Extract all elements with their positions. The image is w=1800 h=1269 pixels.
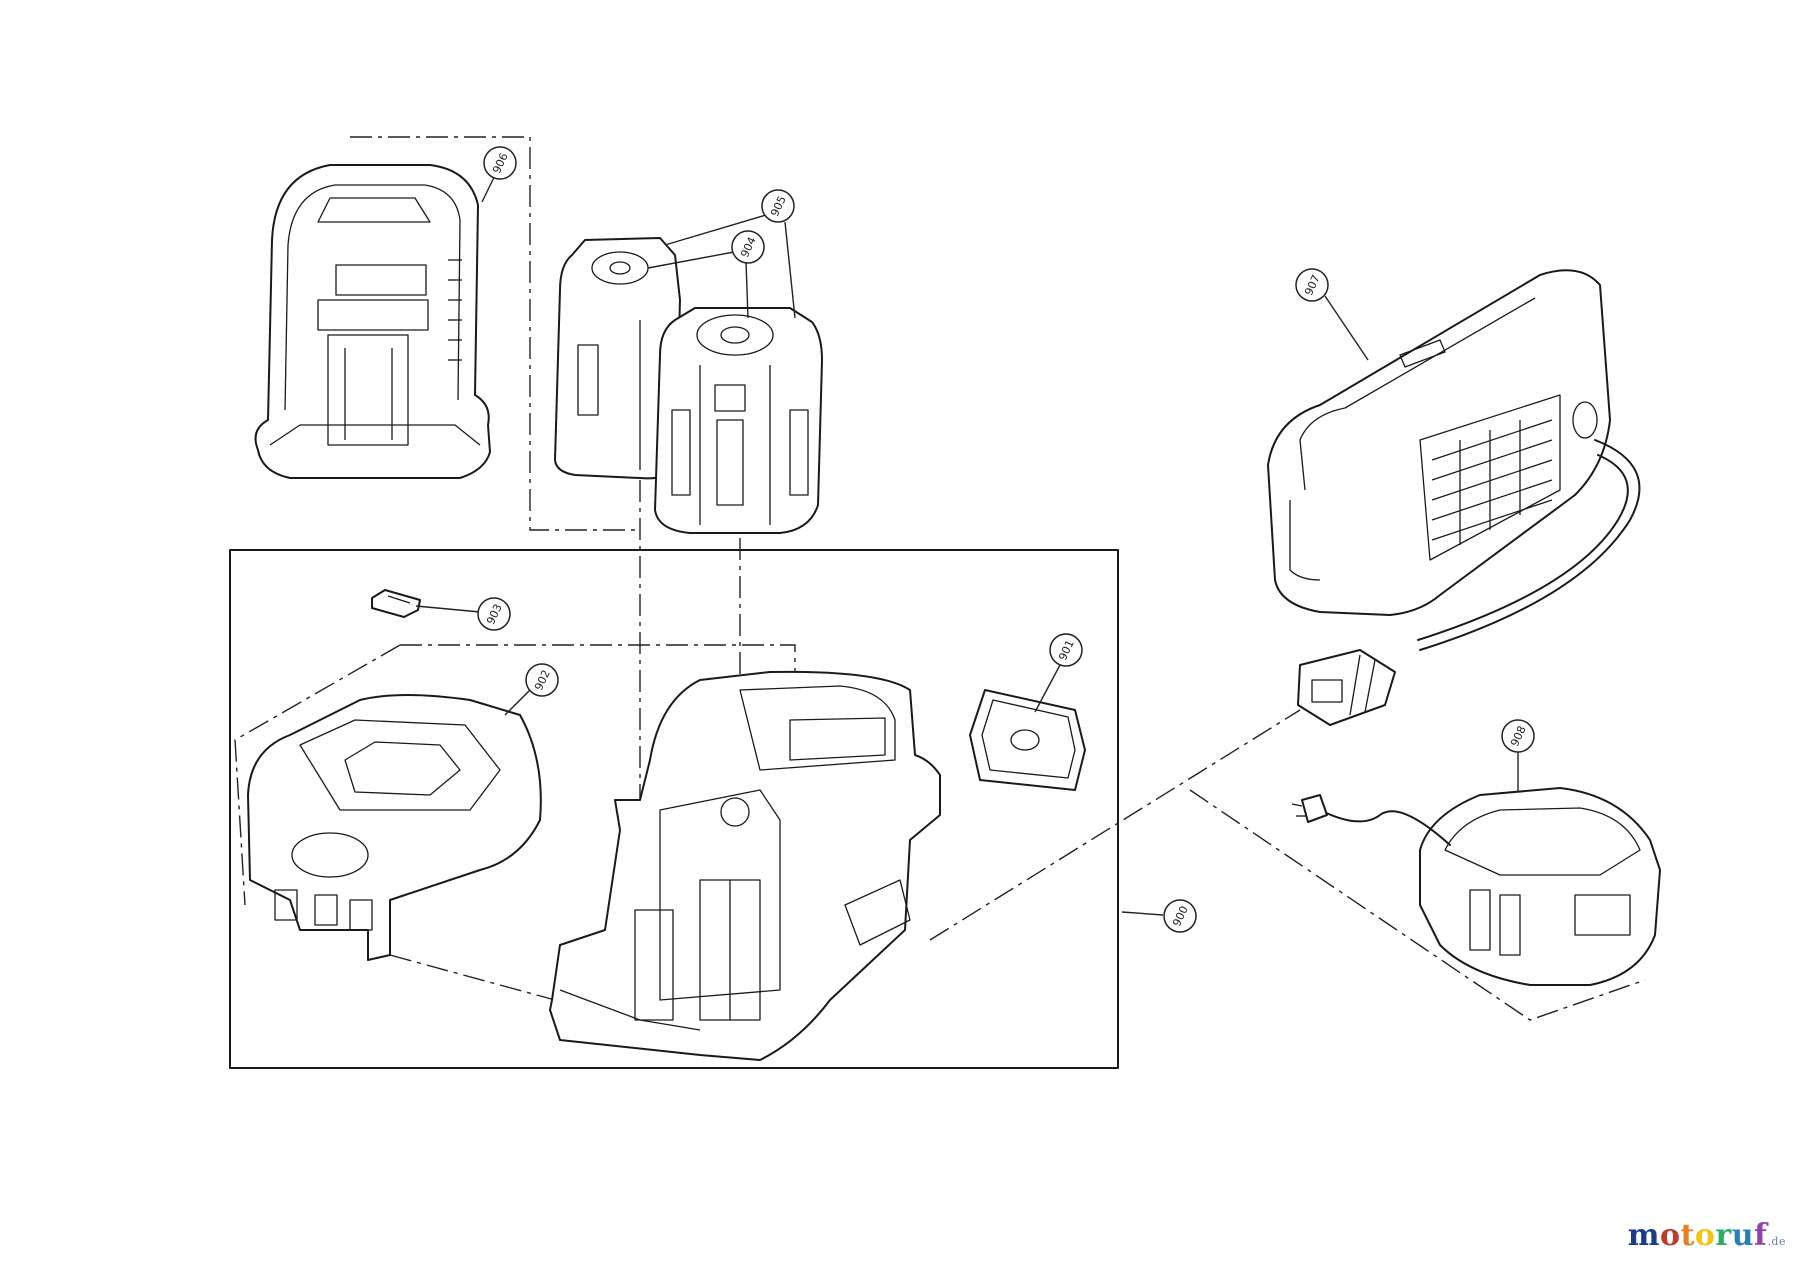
callout-904: 904: [731, 230, 765, 264]
watermark-letter: m: [1627, 1218, 1661, 1253]
vent-grid: [1431, 419, 1553, 545]
watermark-letter: t: [1680, 1218, 1695, 1253]
leader-901: [1034, 664, 1061, 713]
fast-charger-906: [254, 164, 491, 479]
callout-leaders: [415, 164, 1519, 916]
leader-907: [1324, 295, 1369, 361]
motoruf-watermark-logo: motoruf.de: [1628, 1218, 1786, 1253]
leader-902: [504, 689, 531, 716]
leader-904b: [745, 261, 749, 319]
watermark-letter: r: [1715, 1218, 1732, 1253]
cable-plug: [1297, 649, 1396, 726]
cover-seal-901: [969, 689, 1086, 791]
callout-903: 903: [477, 597, 511, 631]
leader-900: [1121, 911, 1164, 916]
backpack-battery-907: [1267, 269, 1641, 651]
callout-901: 901: [1049, 633, 1083, 667]
watermark-letter: u: [1731, 1218, 1755, 1253]
leader-905b: [784, 221, 796, 319]
leader-904a: [647, 251, 735, 269]
standard-charger-908: [1291, 787, 1661, 986]
callout-907: 907: [1295, 268, 1329, 302]
callout-902: 902: [525, 663, 559, 697]
callout-908: 908: [1501, 719, 1535, 753]
battery-pack-front: [654, 307, 823, 534]
housing-cover-902: [247, 694, 542, 961]
watermark-letter: f: [1754, 1218, 1768, 1253]
battery-pack-rear: [554, 237, 681, 480]
main-adapter-body-900: [549, 670, 941, 1061]
assembly-frame: [229, 549, 1119, 1069]
watermark-tld: .de: [1767, 1235, 1786, 1248]
watermark-letter: o: [1694, 1218, 1716, 1253]
leader-903: [415, 605, 481, 613]
small-clip-903: [371, 589, 421, 618]
callout-905: 905: [761, 189, 795, 223]
callout-906: 906: [483, 146, 517, 180]
leader-905a: [664, 211, 777, 246]
watermark-letter: o: [1660, 1218, 1681, 1253]
callout-900: 900: [1163, 899, 1197, 933]
